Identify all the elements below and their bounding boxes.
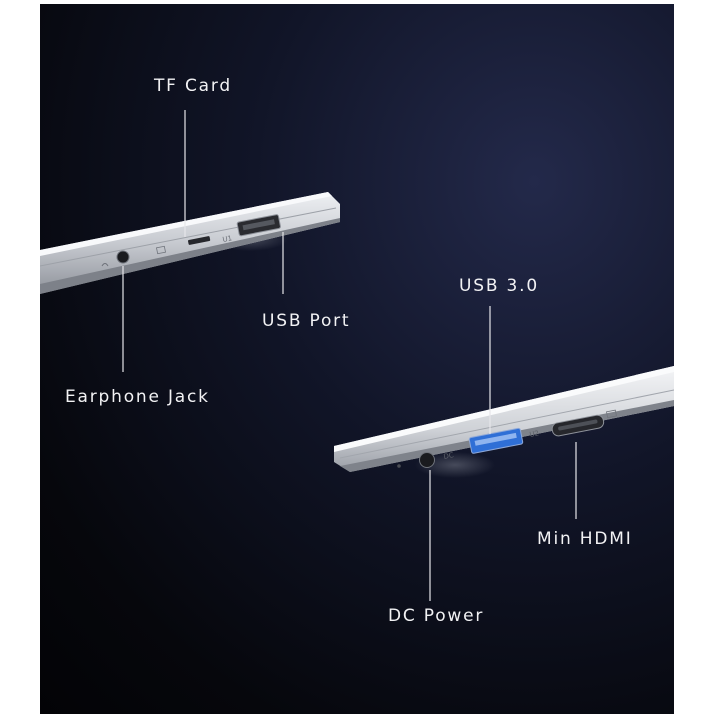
u2-port-mark: U2: [529, 429, 540, 439]
laptop-left-side: U1: [40, 192, 340, 294]
u1-port-mark: U1: [222, 234, 233, 244]
dc-power-label: DC Power: [388, 606, 485, 626]
usb3-port: [468, 427, 524, 454]
earphone-jack-label: Earphone Jack: [65, 387, 210, 407]
usb-3-label: USB 3.0: [459, 276, 539, 296]
callout-lines: [122, 110, 577, 601]
laptop-right-side: DC U2: [334, 366, 674, 478]
dc-port-mark: DC: [443, 451, 455, 461]
earphone-jack-port: [116, 250, 130, 264]
mini-hdmi-port: [551, 414, 605, 437]
tf-card-slot: [187, 236, 211, 245]
tf-card-label: TF Card: [154, 76, 232, 96]
usb-port: [236, 214, 281, 237]
dc-power-port: [419, 452, 435, 468]
min-hdmi-label: Min HDMI: [537, 529, 633, 549]
product-photo: U1 DC U2: [40, 4, 674, 714]
usb-port-label: USB Port: [262, 311, 351, 331]
laptop-ports-illustration: U1 DC U2: [40, 110, 674, 601]
